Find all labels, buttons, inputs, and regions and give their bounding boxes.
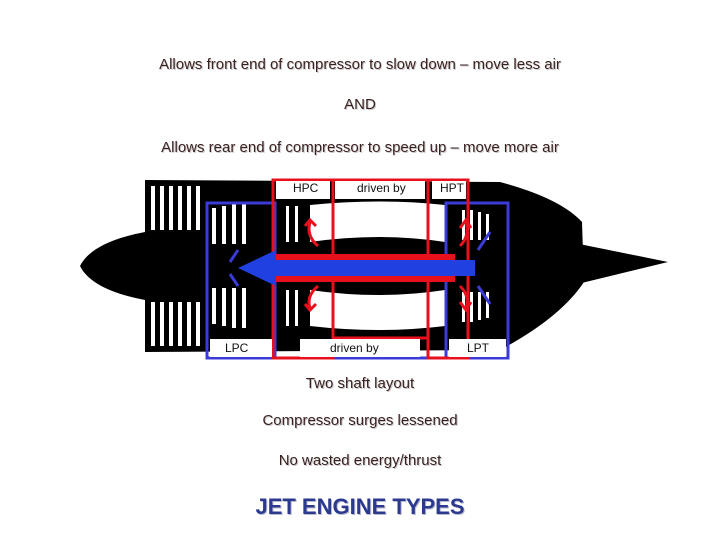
- lpc-rotation-arrow-top: [228, 249, 240, 263]
- shafts: [238, 250, 475, 286]
- rotation-arrows: [228, 217, 492, 313]
- hpt-rotation-arrow-bottom: [458, 284, 469, 309]
- fan-blades: [151, 186, 200, 346]
- lpt-rotation-arrow-top: [476, 231, 492, 251]
- lpc-label: LPC: [225, 341, 249, 355]
- lpt-label: LPT: [467, 341, 490, 355]
- lp-driven-by-label: driven by: [330, 341, 379, 355]
- intake-spinner: [80, 232, 145, 300]
- lp-shaft: [270, 260, 475, 276]
- page-title: JET ENGINE TYPES: [255, 494, 465, 519]
- hpc-rotation-arrow-top: [307, 221, 319, 248]
- text-and: AND: [344, 96, 376, 113]
- caption-no-wasted-energy: No wasted energy/thrust: [278, 452, 442, 469]
- label-backgrounds: [210, 181, 506, 357]
- caption-compressor-surges: Compressor surges lessened: [262, 412, 458, 429]
- hp-driven-by-label: driven by: [357, 181, 406, 195]
- exhaust-nozzle: [520, 232, 668, 298]
- caption-two-shaft-layout: Two shaft layout: [305, 375, 415, 392]
- lpc-rotation-arrow-bottom: [228, 273, 240, 287]
- hp-shaft-lower: [270, 276, 455, 282]
- hpc-rotation-arrow-bottom: [307, 284, 319, 309]
- combustion-chambers: [310, 201, 445, 330]
- lp-shaft-arrowhead: [238, 250, 276, 286]
- hp-shaft-upper: [270, 254, 455, 260]
- text-front-end-slows: Allows front end of compressor to slow d…: [159, 56, 561, 73]
- compressor-stages: [212, 204, 298, 328]
- hpt-rotation-arrow-top: [458, 221, 469, 248]
- lpt-rotation-arrow-bottom: [476, 285, 492, 305]
- hpt-label: HPT: [440, 181, 464, 195]
- hpc-label: HPC: [293, 181, 319, 195]
- text-rear-end-speeds: Allows rear end of compressor to speed u…: [161, 139, 559, 156]
